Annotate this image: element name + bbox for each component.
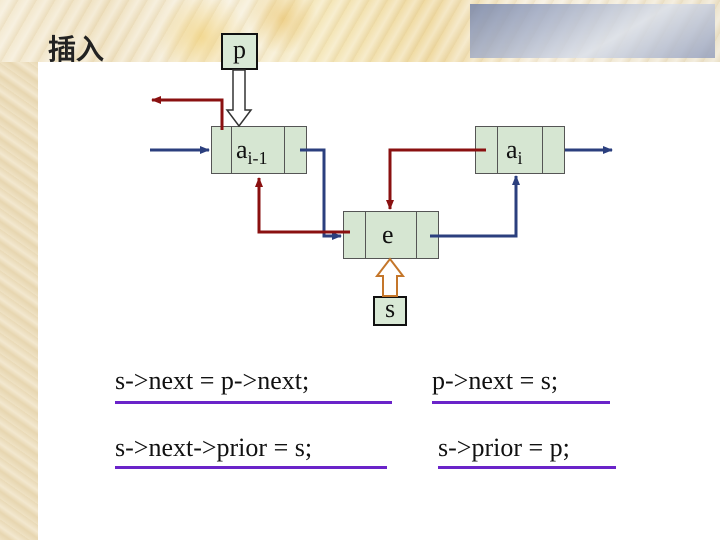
node-prior-field [212,127,232,173]
underline-s-prior-assign [438,466,616,469]
code-p-next-assign: p->next = s; [432,366,559,395]
node-prior-field [344,212,366,258]
code-s-next-assign: s->next = p->next; [115,366,310,395]
arrow-a-next-to-e [300,148,342,240]
decorative-left-band [0,0,38,540]
arrow-e-prior-to-a [255,177,350,234]
node-e: e [343,211,439,259]
decorative-blue-image [470,4,715,58]
node-prior-field [476,127,498,173]
code-s-next-prior-assign: s->next->prior = s; [115,433,313,462]
slide-title: 插入 [48,33,105,66]
node-a-i-minus-1: ai-1 [211,126,307,174]
arrow-ai-prior-to-e [386,148,486,210]
underline-s-next-assign [115,401,392,404]
arrow-left-prior [151,96,224,130]
pointer-p-box: p [221,33,258,70]
node-a-i: ai [475,126,565,174]
node-data-label: ai-1 [236,135,268,169]
node-next-field [416,212,438,258]
underline-s-next-prior-assign [115,466,387,469]
node-next-field [542,127,564,173]
node-data-label: e [382,220,394,249]
code-s-prior-assign: s->prior = p; [438,433,570,462]
node-data-label: ai [506,135,523,169]
pointer-s-arrow [374,257,406,297]
arrow-e-next-to-ai [430,175,520,238]
underline-p-next-assign [432,401,610,404]
node-next-field [284,127,306,173]
pointer-p-arrow [225,69,253,128]
